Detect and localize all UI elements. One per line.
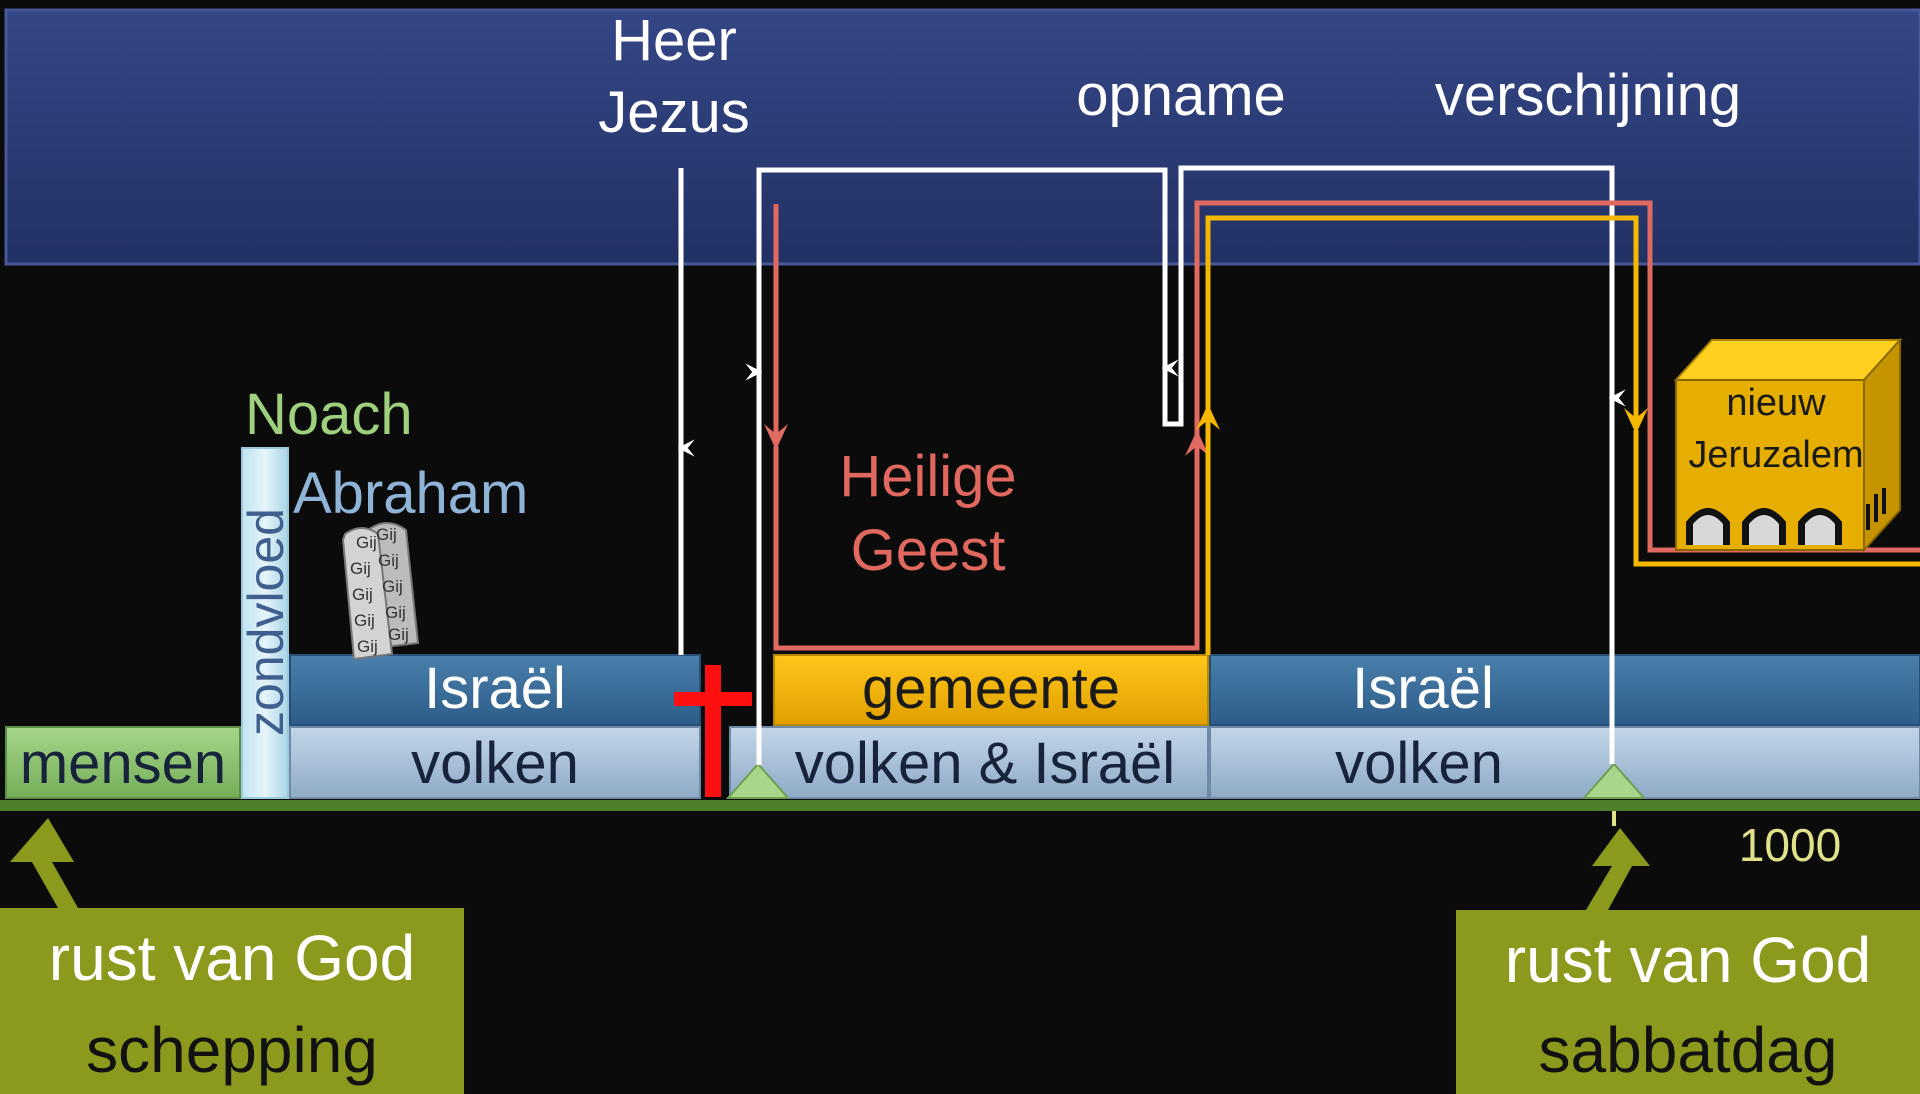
cross-icon xyxy=(674,665,752,797)
tablet-word: Gij xyxy=(378,551,399,570)
gemeente-bar xyxy=(773,654,1209,726)
label-heilige: Heilige xyxy=(839,444,1016,509)
arrow-right-callout xyxy=(1586,828,1650,910)
label-1000: 1000 xyxy=(1739,819,1841,871)
israel-bar-2 xyxy=(1209,654,1920,726)
tablet-word: Gij xyxy=(376,525,397,544)
tablet-word: Gij xyxy=(356,533,377,552)
path-church-to-jerusalem xyxy=(1205,215,1639,428)
label-noach: Noach xyxy=(245,382,413,447)
mensen-bar xyxy=(5,726,241,799)
arrow-church-down xyxy=(1624,408,1648,434)
label-jeruzalem: Jeruzalem xyxy=(1688,434,1863,476)
callout-left-line2: schepping xyxy=(86,1014,378,1086)
label-volken-2: volken xyxy=(1335,731,1503,796)
heaven-band xyxy=(4,8,1920,266)
tablet-word: Gij xyxy=(354,611,375,630)
callout-right xyxy=(1456,910,1920,1094)
marker-triangle-right xyxy=(1581,762,1647,799)
label-nieuw: nieuw xyxy=(1726,382,1826,424)
path-ascension-top xyxy=(756,167,1179,378)
label-israel-2: Israël xyxy=(1352,656,1494,721)
label-gemeente: gemeente xyxy=(862,656,1120,721)
tablet-word: Gij xyxy=(350,559,371,578)
label-verschijning: verschijning xyxy=(1435,63,1741,128)
gate-icon xyxy=(1798,508,1842,545)
volken-bar-2 xyxy=(1209,726,1920,799)
israel-bar-1 xyxy=(289,654,701,726)
zondvloed-bar xyxy=(241,447,289,799)
law-tablets-icon: Gij Gij Gij Gij Gij Gij Gij Gij Gij Gij xyxy=(341,522,420,661)
label-volken-israel: volken & Israël xyxy=(795,731,1175,796)
marker-triangle-left xyxy=(725,762,791,799)
gate-icon xyxy=(1686,508,1730,545)
tablet-word: Gij xyxy=(388,625,409,644)
path-gold-to-jerusalem xyxy=(1633,430,1920,567)
volken-israel-bar xyxy=(729,726,1209,799)
tablet-word: Gij xyxy=(357,637,378,656)
label-geest: Geest xyxy=(851,518,1006,583)
new-jerusalem-cube: nieuw Jeruzalem xyxy=(1673,337,1903,553)
label-zondvloed: zondvloed xyxy=(238,508,294,736)
label-volken-1: volken xyxy=(411,731,579,796)
arrow-church-up xyxy=(1196,404,1220,430)
path-holy-spirit-return xyxy=(773,438,1200,651)
label-opname: opname xyxy=(1076,63,1286,128)
arrow-left-callout xyxy=(10,818,78,908)
path-rapture-loop xyxy=(1162,165,1626,427)
arrow-holy-spirit-up xyxy=(1185,430,1209,456)
callout-left xyxy=(0,908,464,1094)
callout-right-line2: sabbatdag xyxy=(1539,1014,1838,1086)
tablet-word: Gij xyxy=(382,577,403,596)
tablet-word: Gij xyxy=(385,603,406,622)
label-heer: Heer xyxy=(611,8,737,73)
arrow-holy-spirit-down xyxy=(764,424,788,450)
tablet-word: Gij xyxy=(352,585,373,604)
label-jezus: Jezus xyxy=(598,80,750,145)
gate-icon xyxy=(1742,508,1786,545)
label-mensen: mensen xyxy=(20,731,226,796)
callout-left-line1: rust van God xyxy=(49,922,415,994)
label-abraham: Abraham xyxy=(293,461,528,526)
volken-bar-1 xyxy=(289,726,701,799)
callout-right-line1: rust van God xyxy=(1505,924,1871,996)
label-israel-1: Israël xyxy=(424,656,566,721)
ground-line xyxy=(0,800,1920,811)
